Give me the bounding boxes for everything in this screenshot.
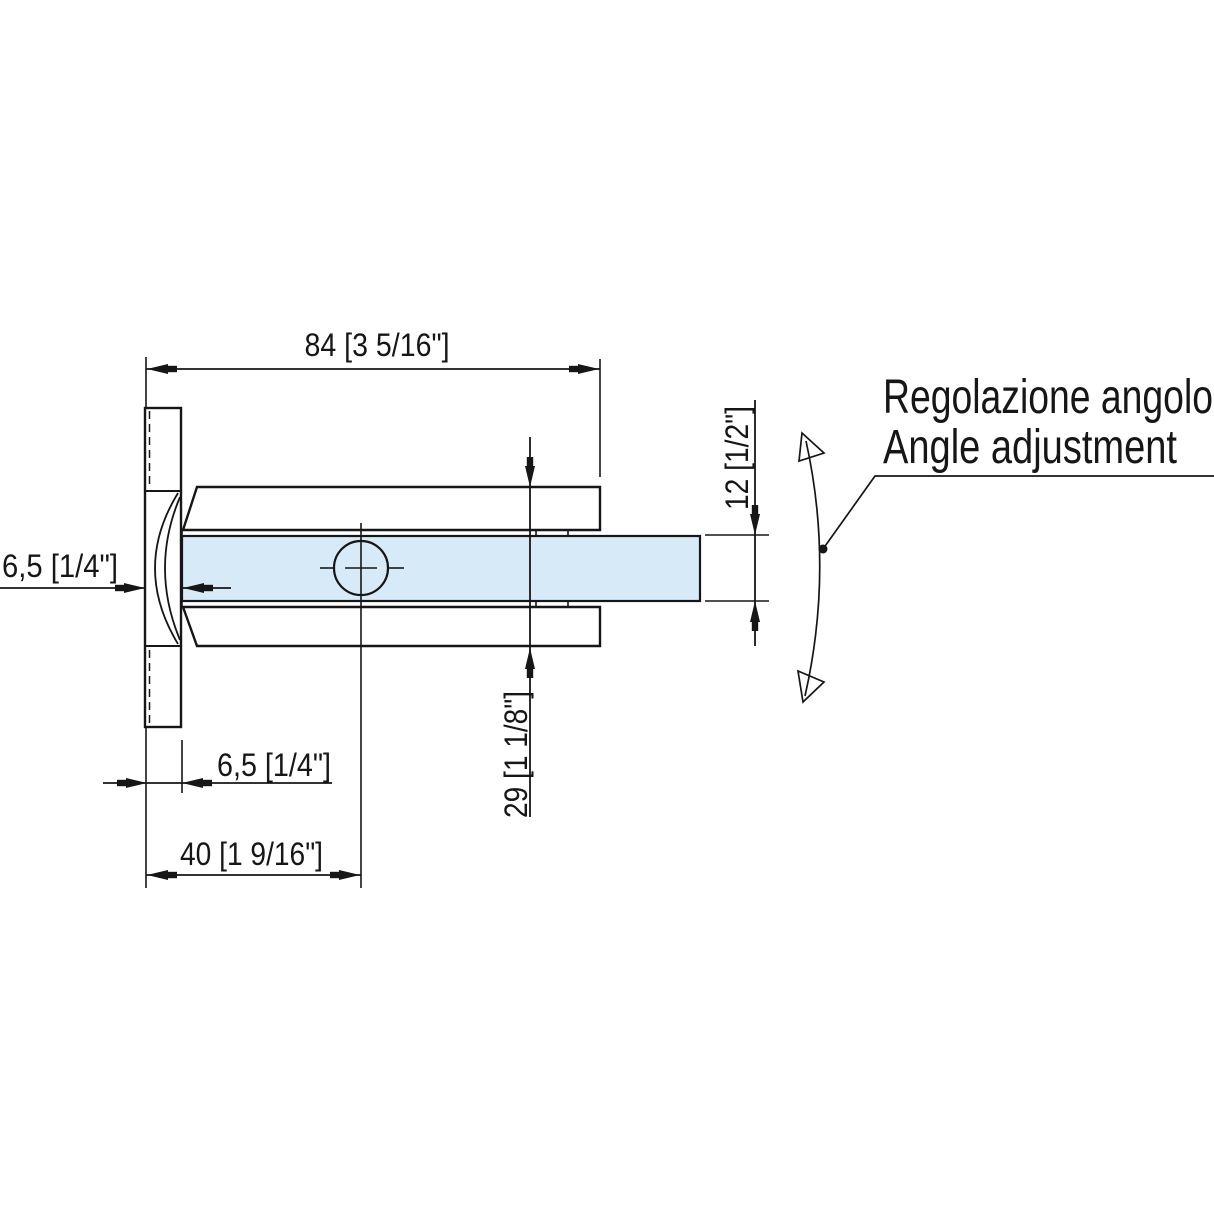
leader-line — [822, 475, 1214, 550]
clamp-assembly — [143, 406, 702, 888]
wall-plate — [143, 406, 183, 729]
dim-glass-thickness: 12 [1/2"] — [719, 406, 755, 510]
callout-text-english: Angle adjustment — [883, 421, 1177, 474]
clamp-bottom-jaw — [181, 605, 602, 648]
dimension-lines — [0, 368, 756, 876]
extension-lines — [145, 357, 769, 888]
swing-arc — [796, 431, 826, 704]
leader-dot — [818, 544, 828, 554]
glass-panel — [180, 534, 702, 603]
dim-wall-plate-thickness-upper: 6,5 [1/4"] — [2, 548, 118, 584]
arc-arrowhead-top — [798, 431, 826, 463]
callout-text-italian: Regolazione angolo — [883, 371, 1213, 424]
dimensions: 84 [3 5/16"] 12 [1/2"] 6,5 [1/4"] 6,5 [1… — [0, 327, 769, 888]
dimension-arrows — [115, 364, 760, 880]
dim-total-width: 84 [3 5/16"] — [305, 327, 450, 363]
dim-wall-plate-thickness-lower: 6,5 [1/4"] — [217, 747, 331, 783]
angle-adjustment-callout: Regolazione angolo Angle adjustment — [796, 371, 1214, 704]
spring-washer-arcs — [154, 492, 181, 645]
clamp-top-jaw — [181, 485, 602, 532]
dim-hole-offset: 40 [1 9/16"] — [180, 836, 323, 872]
arc-arrowhead-bottom — [796, 669, 826, 704]
dim-body-height: 29 [1 1/8"] — [498, 691, 534, 818]
